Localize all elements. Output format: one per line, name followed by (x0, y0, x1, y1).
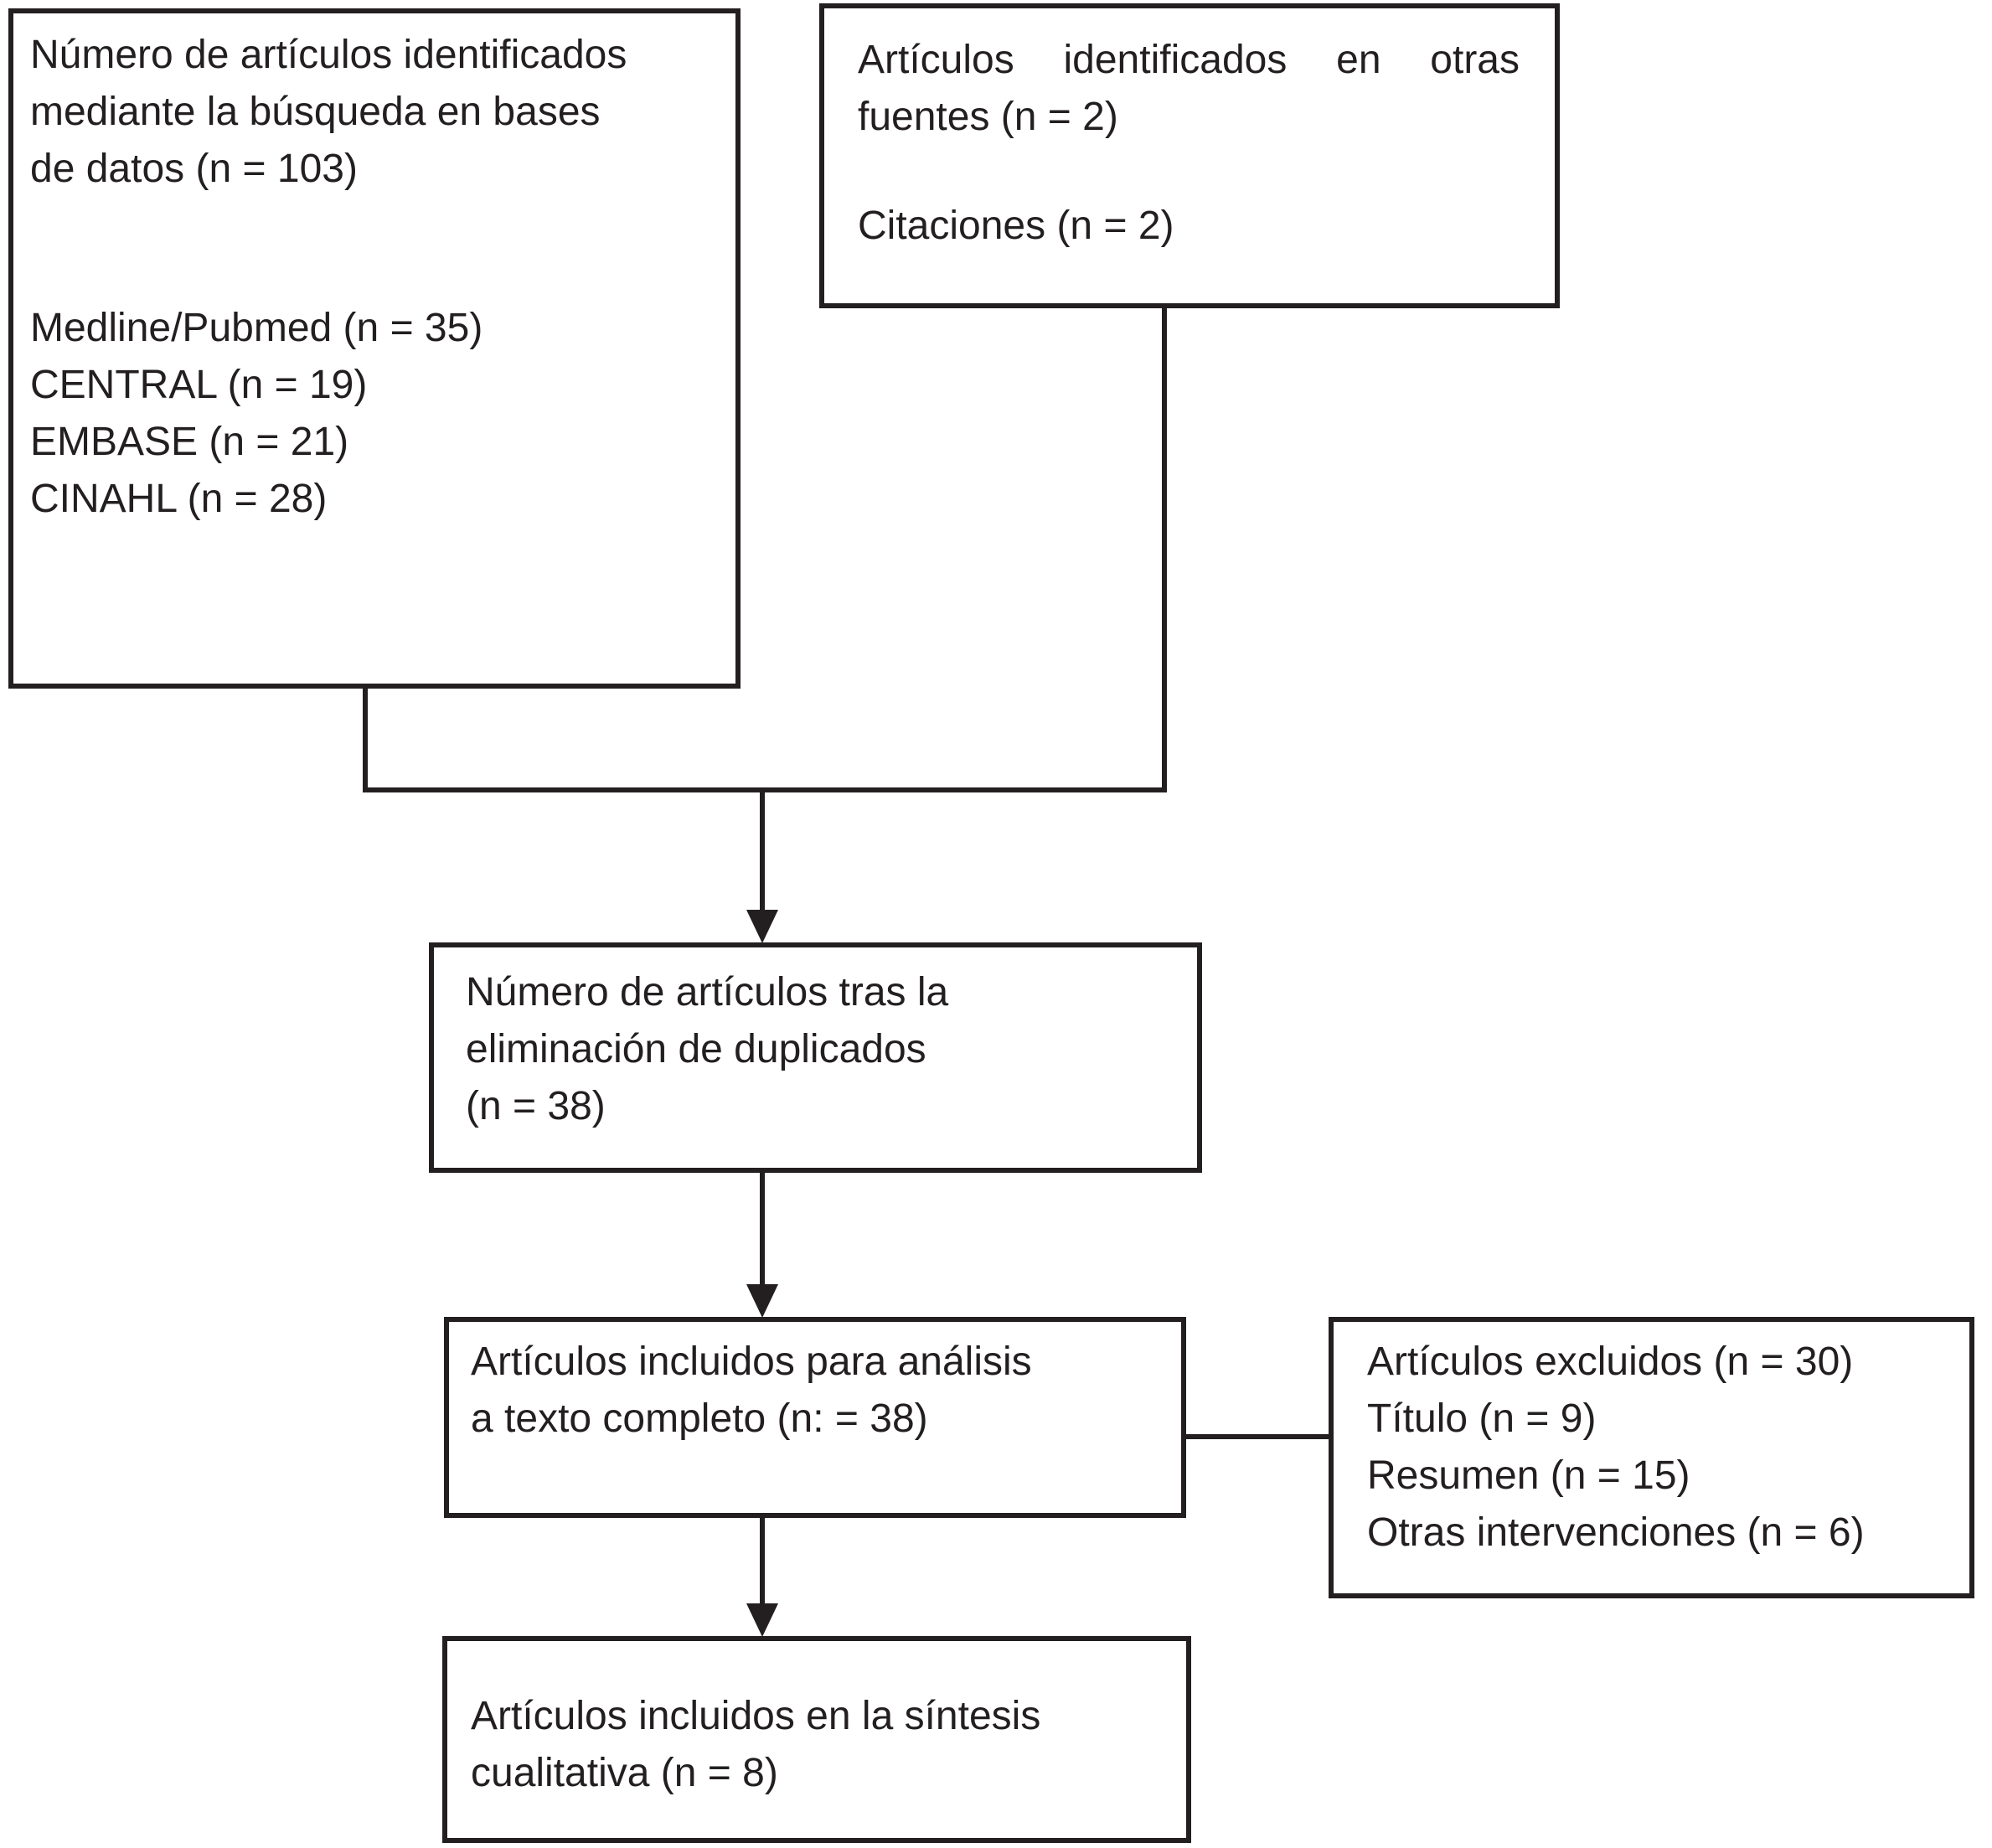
source-item: Medline/Pubmed (n = 35) (30, 306, 483, 350)
excluded-reason-line: Resumen (n = 15) (1367, 1453, 1690, 1498)
arrow-stem-to-synthesis (760, 1516, 765, 1607)
box-text-line: Número de artículos identificados (30, 33, 627, 77)
connector-merge-horizontal (363, 787, 1167, 792)
box-text-line: de datos (n = 103) (30, 147, 358, 191)
excluded-articles-box: Artículos excluidos (n = 30) Título (n =… (1329, 1317, 1974, 1598)
fulltext-analysis-box: Artículos incluidos para análisis a text… (444, 1317, 1186, 1518)
box-text-line: (n = 38) (466, 1084, 606, 1128)
source-item: CINAHL (n = 28) (30, 477, 328, 521)
box-text-line: mediante la búsqueda en bases (30, 90, 601, 134)
arrowhead-down-icon (746, 910, 778, 943)
box-text-line: Artículos identificados en otras (858, 38, 1520, 82)
connector-right-box-down (1162, 307, 1167, 792)
box-text-line: Número de artículos tras la (466, 970, 949, 1014)
box-text-line: Artículos incluidos en la síntesis (471, 1694, 1041, 1738)
citations-line: Citaciones (n = 2) (858, 204, 1174, 248)
box-text-line: eliminación de duplicados (466, 1027, 926, 1071)
box-text-line: cualitativa (n = 8) (471, 1751, 778, 1795)
excluded-reason-line: Artículos excluidos (n = 30) (1367, 1340, 1854, 1384)
box-text-line: Artículos incluidos para análisis (471, 1340, 1032, 1384)
arrow-stem-to-fulltext (760, 1171, 765, 1288)
source-item: CENTRAL (n = 19) (30, 363, 368, 407)
source-item: EMBASE (n = 21) (30, 420, 349, 464)
arrowhead-down-icon (746, 1603, 778, 1637)
other-sources-box: Artículos identificados en otras fuentes… (819, 3, 1560, 308)
arrow-stem-to-deduplicated (760, 787, 765, 913)
duplicates-removed-box: Número de artículos tras la eliminación … (429, 942, 1202, 1173)
connector-to-excluded (1184, 1434, 1330, 1439)
excluded-reason-line: Título (n = 9) (1367, 1396, 1597, 1441)
excluded-reason-line: Otras intervenciones (n = 6) (1367, 1510, 1865, 1555)
other-sources-title: Artículos identificados en otras fuentes… (858, 32, 1520, 146)
identified-databases-box: Número de artículos identificados median… (8, 8, 741, 689)
connector-left-box-down (363, 687, 368, 791)
qualitative-synthesis-box: Artículos incluidos en la síntesis cuali… (442, 1636, 1191, 1843)
arrowhead-down-icon (746, 1284, 778, 1318)
box-text-line: fuentes (n = 2) (858, 95, 1118, 139)
database-source-list: Medline/Pubmed (n = 35) CENTRAL (n = 19)… (30, 300, 712, 528)
box-text-line: a texto completo (n: = 38) (471, 1396, 928, 1441)
identified-databases-title: Número de artículos identificados median… (30, 27, 712, 198)
